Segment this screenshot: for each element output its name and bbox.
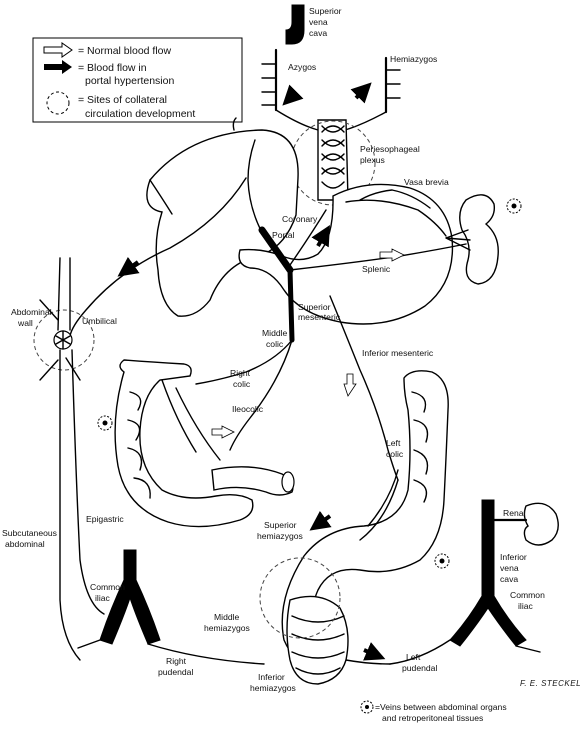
- label-ivc: Inferior: [500, 552, 527, 562]
- retroperitoneal-site-icon-2: [97, 415, 113, 431]
- footnote-line-2: and retroperitoneal tissues: [382, 713, 483, 723]
- label-ivc-3: cava: [500, 574, 518, 584]
- common-iliac-right: [77, 549, 265, 665]
- ascending-colon: [114, 359, 254, 528]
- label-left-colic: Left: [386, 438, 401, 448]
- collateral-site-icon: [46, 91, 70, 115]
- label-common-iliac-left-2: iliac: [518, 601, 534, 611]
- legend-normal-flow: = Normal blood flow: [78, 45, 172, 57]
- kidney: [492, 502, 559, 546]
- label-periesophageal-2: plexus: [360, 155, 385, 165]
- label-svc-2: vena: [309, 17, 328, 27]
- label-azygos: Azygos: [288, 62, 316, 72]
- left-pudendal-vein: [345, 659, 391, 665]
- label-epigastric: Epigastric: [86, 514, 124, 524]
- left-pudendal-arrow: [363, 642, 386, 661]
- rectum: [286, 595, 349, 685]
- label-renal: Renal: [503, 508, 526, 518]
- label-common-iliac-left: Common: [510, 590, 545, 600]
- superior-vena-cava: [285, 4, 305, 45]
- spleen: [445, 194, 499, 285]
- label-superior-mesenteric: Superior: [298, 302, 331, 312]
- label-coronary: Coronary: [282, 214, 318, 224]
- label-superior-mesenteric-2: mesenteric: [298, 312, 341, 322]
- label-middle-hemiazygos: Middle: [214, 612, 240, 622]
- superior-hemiazygos-arrow: [309, 510, 332, 531]
- label-svc-3: cava: [309, 28, 327, 38]
- label-umbilical: Umbilical: [82, 316, 117, 326]
- label-left-colic-2: colic: [386, 449, 404, 459]
- label-inferior-hemiazygos-2: hemiazygos: [250, 683, 296, 693]
- label-middle-colic-2: colic: [266, 339, 284, 349]
- label-common-iliac-right-2: iliac: [95, 593, 111, 603]
- esophagus: [317, 119, 349, 201]
- label-abdominal-wall-2: wall: [17, 318, 33, 328]
- footnote-line-1: =Veins between abdominal organs: [375, 702, 507, 712]
- portal-flow-arrow-icon: [44, 60, 72, 74]
- umbilical-vein: [69, 177, 247, 337]
- label-periesophageal: Periesophageal: [360, 144, 420, 154]
- label-ileocolic: Ileocolic: [232, 404, 264, 414]
- label-abdominal-wall: Abdominal: [11, 307, 52, 317]
- label-inferior-hemiazygos: Inferior: [258, 672, 285, 682]
- abdominal-wall-node: [53, 330, 73, 350]
- label-splenic: Splenic: [362, 264, 391, 274]
- label-right-pudendal: Right: [166, 656, 187, 666]
- liver: [146, 117, 299, 317]
- collateral-site-abdominal-wall: [33, 309, 95, 371]
- normal-flow-arrow-icon: [43, 42, 73, 58]
- terminal-ileum: [211, 466, 295, 496]
- collateral-site-rectum: [259, 557, 341, 639]
- label-right-colic-2: colic: [233, 379, 251, 389]
- legend-collateral: = Sites of collateral: [78, 94, 167, 106]
- label-middle-hemiazygos-2: hemiazygos: [204, 623, 250, 633]
- inferior-vena-cava: [389, 499, 541, 665]
- portal-vein: [247, 139, 294, 274]
- footnote-retroperitoneal-icon: [360, 700, 374, 714]
- subcutaneous-abdominal-veins: [39, 257, 105, 661]
- legend-collateral-2: circulation development: [85, 108, 195, 120]
- label-hemiazygos: Hemiazygos: [390, 54, 437, 64]
- label-superior-hemiazygos: Superior: [264, 520, 297, 530]
- legend-box: = Normal blood flow = Blood flow in port…: [32, 37, 243, 123]
- legend-portal-flow: = Blood flow in: [78, 62, 147, 74]
- label-ivc-2: vena: [500, 563, 519, 573]
- retroperitoneal-site-icon-3: [434, 553, 450, 569]
- retroperitoneal-site-icon: [506, 198, 522, 214]
- label-left-pudendal-2: pudendal: [402, 663, 437, 673]
- label-left-pudendal: Left: [406, 652, 421, 662]
- label-superior-hemiazygos-2: hemiazygos: [257, 531, 303, 541]
- label-right-colic: Right: [230, 368, 251, 378]
- inferior-mesenteric-vein: [329, 295, 399, 481]
- azygos-vein: [261, 48, 319, 131]
- label-middle-colic: Middle: [262, 328, 288, 338]
- superior-mesenteric-vein: [195, 267, 295, 451]
- label-inferior-mesenteric: Inferior mesenteric: [362, 348, 434, 358]
- label-svc: Superior: [309, 6, 342, 16]
- label-right-pudendal-2: pudendal: [158, 667, 193, 677]
- legend-portal-flow-2: portal hypertension: [85, 75, 174, 87]
- label-common-iliac-right: Common: [90, 582, 125, 592]
- artist-signature: F. E. STECKEL: [520, 679, 581, 688]
- label-subcutaneous-2: abdominal: [5, 539, 45, 549]
- ileocolic-flow-arrow: [211, 425, 235, 439]
- hemiazygos-vein: [344, 56, 401, 131]
- splenic-vein: [289, 243, 467, 271]
- label-portal: Portal: [272, 230, 295, 240]
- coronary-vein: [289, 209, 327, 266]
- label-subcutaneous: Subcutaneous: [2, 528, 57, 538]
- label-vasa-brevia: Vasa brevia: [404, 177, 449, 187]
